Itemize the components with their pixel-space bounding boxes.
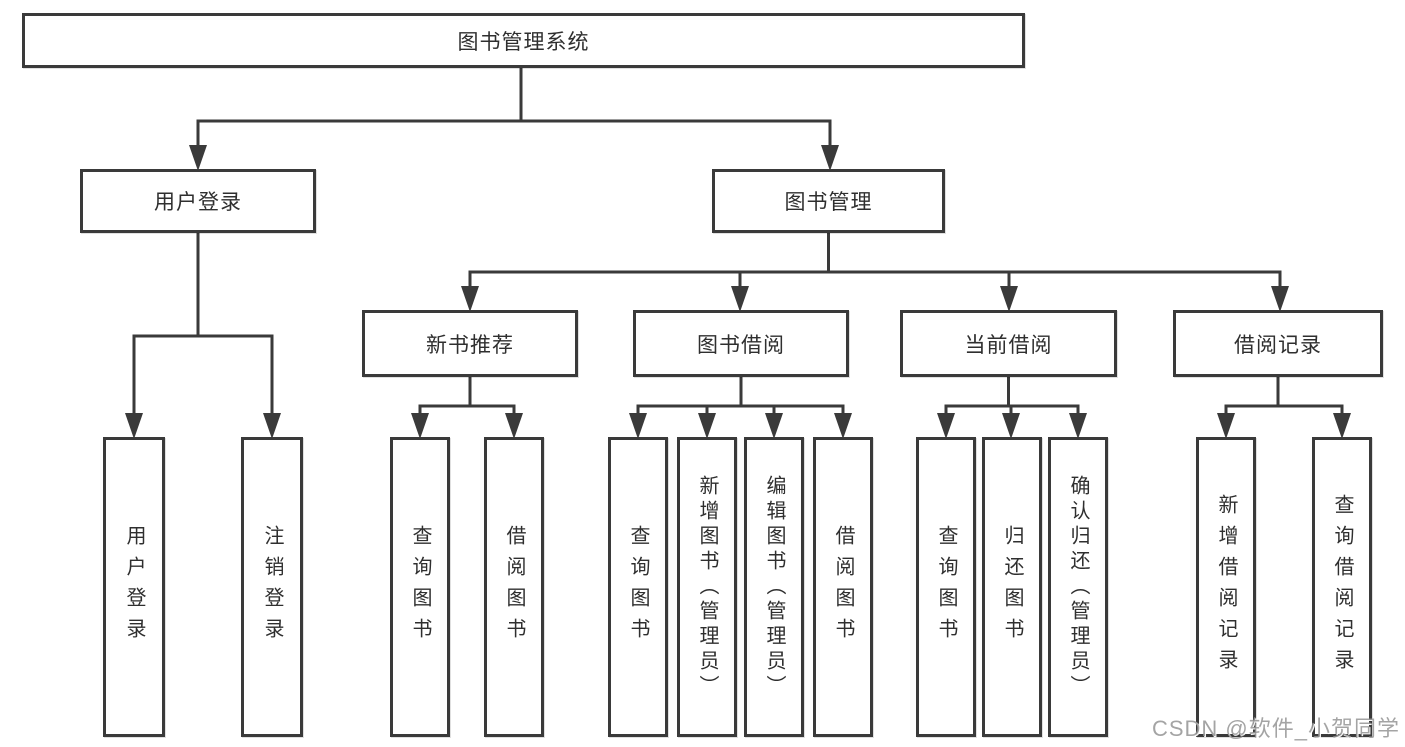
leaf-label: 注销登录: [261, 525, 283, 649]
node-root-system: 图书管理系统: [22, 13, 1025, 68]
node-user-login-group: 用户登录: [80, 169, 316, 233]
node-leaf-add-borrow-record: 新增借阅记录: [1196, 437, 1256, 737]
node-leaf-logout: 注销登录: [241, 437, 303, 737]
node-leaf-query-borrow-record: 查询借阅记录: [1312, 437, 1372, 737]
node-leaf-query-books-2: 查询图书: [608, 437, 668, 737]
leaf-label: 确认归还（管理员）: [1067, 474, 1089, 700]
leaf-label: 查询图书: [409, 525, 431, 649]
leaf-label: 查询图书: [627, 525, 649, 649]
node-book-management: 图书管理: [712, 169, 945, 233]
node-current-borrowing: 当前借阅: [900, 310, 1117, 377]
leaf-label: 用户登录: [123, 525, 145, 649]
node-book-borrowing: 图书借阅: [633, 310, 849, 377]
leaf-label: 新增借阅记录: [1215, 494, 1237, 680]
leaf-label: 借阅图书: [832, 525, 854, 649]
node-borrowing-records: 借阅记录: [1173, 310, 1383, 377]
leaf-label: 归还图书: [1001, 525, 1023, 649]
node-leaf-user-login: 用户登录: [103, 437, 165, 737]
node-leaf-query-books-1: 查询图书: [390, 437, 450, 737]
node-new-book-recommend: 新书推荐: [362, 310, 578, 377]
leaf-label: 借阅图书: [503, 525, 525, 649]
node-leaf-edit-books-admin: 编辑图书（管理员）: [744, 437, 804, 737]
leaf-label: 新增图书（管理员）: [696, 474, 718, 700]
node-leaf-borrow-books-1: 借阅图书: [484, 437, 544, 737]
leaf-label: 编辑图书（管理员）: [763, 474, 785, 700]
leaf-label: 查询图书: [935, 525, 957, 649]
leaf-label: 查询借阅记录: [1331, 494, 1353, 680]
node-leaf-return-books: 归还图书: [982, 437, 1042, 737]
node-leaf-add-books-admin: 新增图书（管理员）: [677, 437, 737, 737]
node-leaf-confirm-return-admin: 确认归还（管理员）: [1048, 437, 1108, 737]
node-leaf-query-books-3: 查询图书: [916, 437, 976, 737]
watermark: CSDN @软件_小贺同学: [1151, 716, 1400, 741]
node-leaf-borrow-books-2: 借阅图书: [813, 437, 873, 737]
